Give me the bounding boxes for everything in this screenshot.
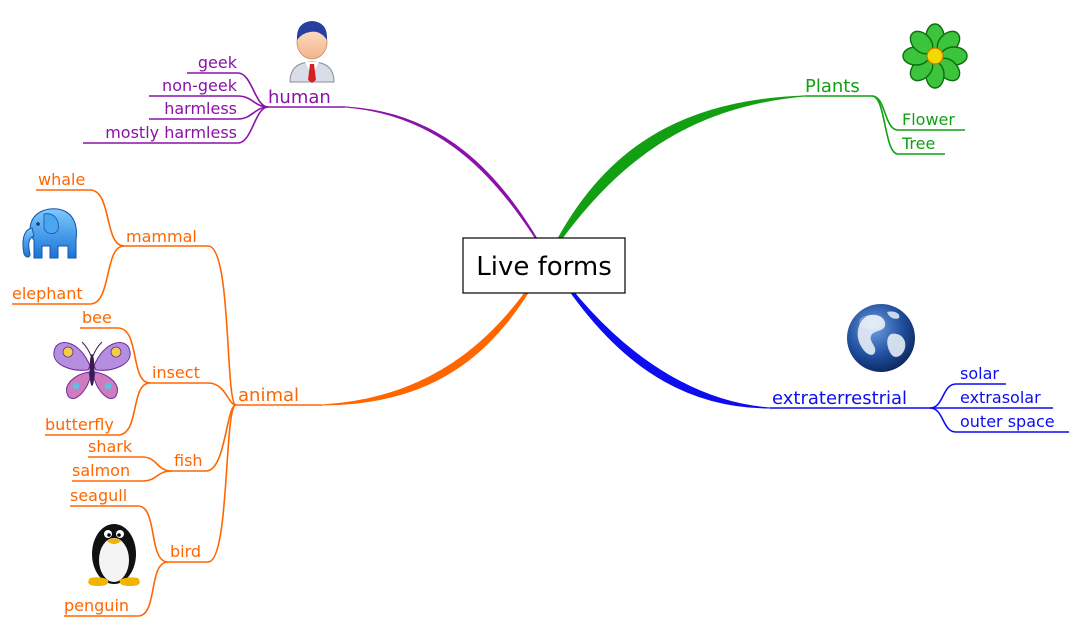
edge-tree	[871, 95, 945, 155]
group-label-mammal[interactable]: mammal	[126, 227, 197, 246]
edge-salmon	[72, 470, 173, 482]
edge-shark	[88, 456, 173, 472]
flower-icon	[902, 23, 968, 89]
human-child-geek[interactable]: geek	[198, 53, 238, 72]
edge-bird	[207, 404, 237, 563]
human-child-mostly-harmless[interactable]: mostly harmless	[105, 123, 237, 142]
connector-human	[344, 106, 549, 259]
connector-extraterrestrial	[547, 257, 771, 409]
user-icon	[289, 21, 335, 83]
edge-insect	[207, 382, 237, 406]
branch-animal: animal mammal insect fish bird whale ele…	[12, 170, 322, 617]
ext-child-outer-space[interactable]: outer space	[960, 412, 1055, 431]
ext-child-extrasolar[interactable]: extrasolar	[960, 388, 1041, 407]
edge-elephant	[12, 245, 125, 305]
edge-outer-space	[929, 407, 1069, 433]
branch-plants: Plants Flower Tree	[805, 76, 965, 155]
plants-child-tree[interactable]: Tree	[901, 134, 935, 153]
edge-bee	[80, 327, 151, 384]
bird-child-seagull[interactable]: seagull	[70, 486, 127, 505]
branch-label-human[interactable]: human	[268, 87, 331, 108]
fish-child-shark[interactable]: shark	[88, 437, 133, 456]
branch-label-plants[interactable]: Plants	[805, 76, 860, 97]
group-label-fish[interactable]: fish	[174, 451, 203, 470]
group-label-insect[interactable]: insect	[152, 363, 200, 382]
ext-child-solar[interactable]: solar	[960, 364, 999, 383]
human-child-harmless[interactable]: harmless	[164, 99, 237, 118]
insect-child-butterfly[interactable]: butterfly	[45, 415, 114, 434]
mammal-child-elephant[interactable]: elephant	[12, 284, 83, 303]
branch-label-animal[interactable]: animal	[238, 385, 299, 406]
edge-non-geek	[149, 95, 269, 108]
branch-label-extraterrestrial[interactable]: extraterrestrial	[772, 388, 907, 409]
group-label-bird[interactable]: bird	[170, 542, 201, 561]
edge-whale	[36, 189, 125, 247]
butterfly-icon	[53, 341, 131, 400]
bird-child-penguin[interactable]: penguin	[64, 596, 129, 615]
connector-plants	[547, 95, 806, 259]
insect-child-bee[interactable]: bee	[82, 308, 112, 327]
fish-child-salmon[interactable]: salmon	[72, 461, 130, 480]
penguin-icon	[88, 524, 140, 586]
edge-penguin	[64, 561, 169, 617]
globe-icon	[847, 304, 915, 372]
edge-solar	[929, 383, 1006, 409]
branch-extraterrestrial: extraterrestrial solar extrasolar outer …	[770, 364, 1069, 433]
mammal-child-whale[interactable]: whale	[38, 170, 85, 189]
branch-human: human geek non-geek harmless mostly harm…	[83, 53, 345, 144]
plants-child-flower[interactable]: Flower	[902, 110, 955, 129]
human-child-non-geek[interactable]: non-geek	[162, 76, 238, 95]
root-node[interactable]: Live forms	[462, 237, 626, 294]
edge-mammal	[207, 245, 237, 406]
edge-mostly-harmless	[83, 106, 269, 144]
elephant-icon	[22, 208, 77, 259]
root-label: Live forms	[476, 252, 612, 282]
edge-seagull	[70, 505, 169, 563]
edge-butterfly	[45, 382, 151, 436]
